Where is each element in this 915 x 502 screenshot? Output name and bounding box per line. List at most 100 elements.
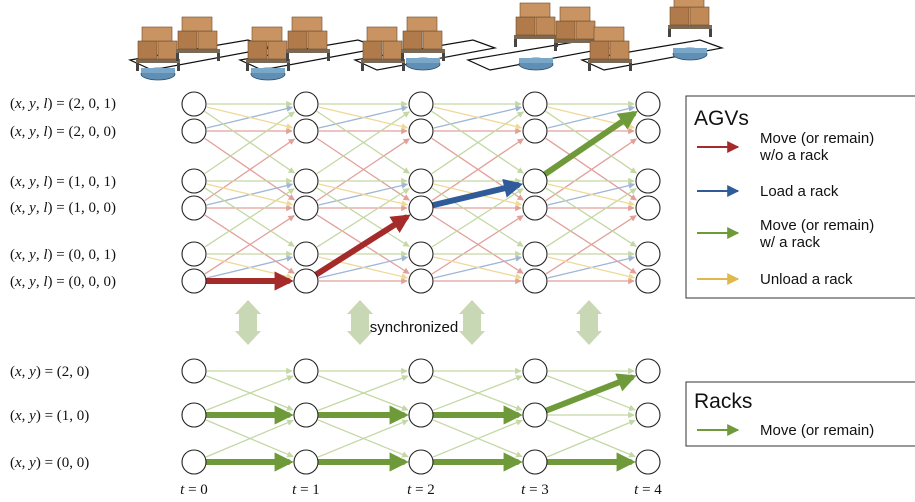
legend-item-move-without-rack: Move (or remain) w/o a rack (759, 130, 878, 164)
warehouse-snapshot (579, 0, 725, 71)
legend-item-load-rack: Load a rack (760, 183, 839, 200)
rack-transition-edge (317, 419, 409, 458)
warehouse-grid-icon (579, 39, 725, 71)
agv-icon (141, 68, 175, 73)
agv-state-node (293, 91, 319, 117)
warehouse-snapshot (352, 16, 498, 71)
box-icon (519, 2, 551, 18)
legend-item-rack-move: Move (or remain) (760, 422, 874, 439)
box-icon (609, 40, 630, 60)
rack-leg-icon (176, 53, 179, 61)
rack-leg-icon (588, 63, 591, 71)
box-icon (366, 26, 398, 42)
rack-transition-edge (317, 375, 409, 411)
agv-transition-edge (545, 214, 637, 274)
rack-leg-icon (401, 53, 404, 61)
agv-transition-edge (318, 106, 409, 130)
agv-icon (251, 68, 285, 73)
agv-state-node (293, 168, 319, 194)
double-arrow-icon (459, 300, 485, 345)
rack-state-node (181, 449, 207, 475)
rack-leg-icon (177, 63, 180, 71)
time-label: t = 1 (292, 482, 320, 498)
double-arrow-icon (576, 300, 602, 345)
box-icon (267, 40, 288, 60)
agv-transition-edge (316, 110, 410, 174)
box-icon (251, 26, 283, 42)
agv-transition-edge (547, 183, 636, 207)
time-labels: t = 0 t = 1 t = 2 t = 3 t = 4 (180, 482, 662, 498)
rack-legend-title: Racks (694, 390, 752, 413)
rack-leg-icon (402, 63, 405, 71)
rack-state-node (181, 402, 207, 428)
rack-row-label: (x, y) = (0, 0) (10, 455, 89, 471)
box-icon (515, 16, 536, 36)
agv-transition-edge (204, 137, 295, 201)
rack-state-node (408, 358, 434, 384)
rack-row-label: (x, y) = (2, 0) (10, 364, 89, 380)
rack-state-node (181, 358, 207, 384)
rack-leg-icon (136, 63, 139, 71)
agv-state-node (293, 241, 319, 267)
box-icon (157, 40, 178, 60)
agv-state-node (181, 268, 207, 294)
agv-state-node (408, 268, 434, 294)
agv-icon (406, 58, 440, 63)
agv-state-node (522, 195, 548, 221)
rack-state-node (522, 358, 548, 384)
agv-row-label: (x, y, l) = (1, 0, 1) (10, 174, 116, 190)
rack-leg-icon (629, 63, 632, 71)
agv-transition-edge (206, 106, 294, 130)
selected-paths (191, 110, 638, 472)
pallet-icon (176, 49, 220, 53)
rack-state-labels: (x, y) = (2, 0) (x, y) = (1, 0) (x, y) =… (10, 364, 89, 471)
agv-transition-edge (316, 187, 410, 248)
rack-leg-icon (246, 63, 249, 71)
rack-leg-icon (554, 43, 557, 51)
warehouse-snapshot (465, 2, 611, 71)
box-icon (137, 40, 158, 60)
synchronized-label: synchronized (370, 319, 458, 336)
pallet-icon (668, 25, 712, 29)
agv-transition-edge (318, 183, 409, 207)
box-icon (422, 30, 443, 50)
agv-row-label: (x, y, l) = (0, 0, 0) (10, 274, 116, 290)
rack-leg-icon (327, 53, 330, 61)
agv-state-node (408, 241, 434, 267)
rack-leg-icon (286, 53, 289, 61)
box-icon (673, 0, 705, 8)
agv-state-node (522, 91, 548, 117)
pallet-icon (246, 59, 290, 63)
box-icon (177, 30, 198, 50)
warehouse-illustrations (127, 0, 725, 81)
box-icon (535, 16, 556, 36)
warehouse-snapshot (127, 16, 273, 81)
rack-state-node (522, 402, 548, 428)
agv-state-node (635, 241, 661, 267)
time-label: t = 3 (521, 482, 549, 498)
agv-state-node (635, 118, 661, 144)
pallet-icon (554, 39, 598, 43)
agv-transition-edge (431, 187, 524, 247)
pallet-icon (588, 59, 632, 63)
rack-state-node (293, 449, 319, 475)
agv-path-arrow (303, 214, 411, 284)
agv-state-node (293, 268, 319, 294)
pallet-icon (401, 49, 445, 53)
agv-icon (519, 58, 553, 63)
rack-state-node (635, 449, 661, 475)
agv-row-label: (x, y, l) = (2, 0, 0) (10, 124, 116, 140)
agv-transition-edge (545, 137, 637, 201)
box-icon (589, 40, 610, 60)
agv-state-node (408, 195, 434, 221)
box-icon (575, 20, 596, 40)
agv-state-node (181, 118, 207, 144)
rack-leg-icon (287, 63, 290, 71)
agv-legend-box (685, 95, 915, 299)
box-icon (689, 6, 710, 26)
agv-transition-edge (545, 187, 637, 247)
agv-transition-edge (204, 187, 295, 247)
rack-leg-icon (709, 29, 712, 37)
rack-transition-edge (546, 419, 636, 458)
warehouse-snapshot (237, 16, 383, 81)
